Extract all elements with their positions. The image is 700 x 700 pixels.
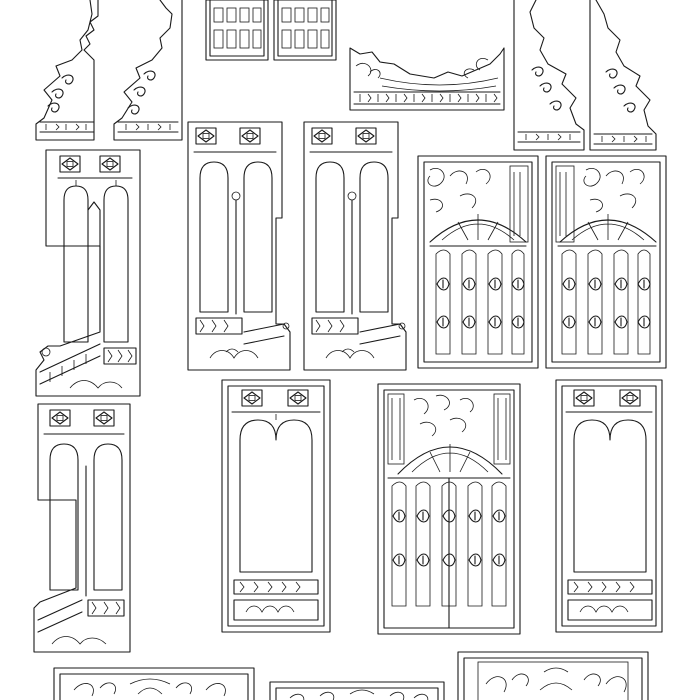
corner-bracket-top-left-b [113,0,183,141]
bottom-frieze-left [53,667,255,700]
corner-bracket-top-right-b [589,0,657,151]
twin-arch-panel-center-a [187,121,291,371]
arabesque-door-large [377,383,521,635]
shutter-window-right [273,0,337,61]
bottom-frieze-center [269,681,445,700]
arch-valance [349,47,505,111]
twin-arch-panel-left [35,149,141,397]
single-arch-door-b [555,379,663,633]
arabesque-door-b [545,155,667,369]
single-arch-door-a [221,379,331,633]
twin-arch-panel-center-b [303,121,407,371]
shutter-window-left [205,0,269,61]
arabesque-door-a [417,155,539,369]
corner-bracket-top-right-a [513,0,585,151]
twin-arch-panel-lower-left [33,403,131,653]
corner-bracket-top-left-a [35,0,99,141]
bottom-frieze-right [457,651,649,700]
